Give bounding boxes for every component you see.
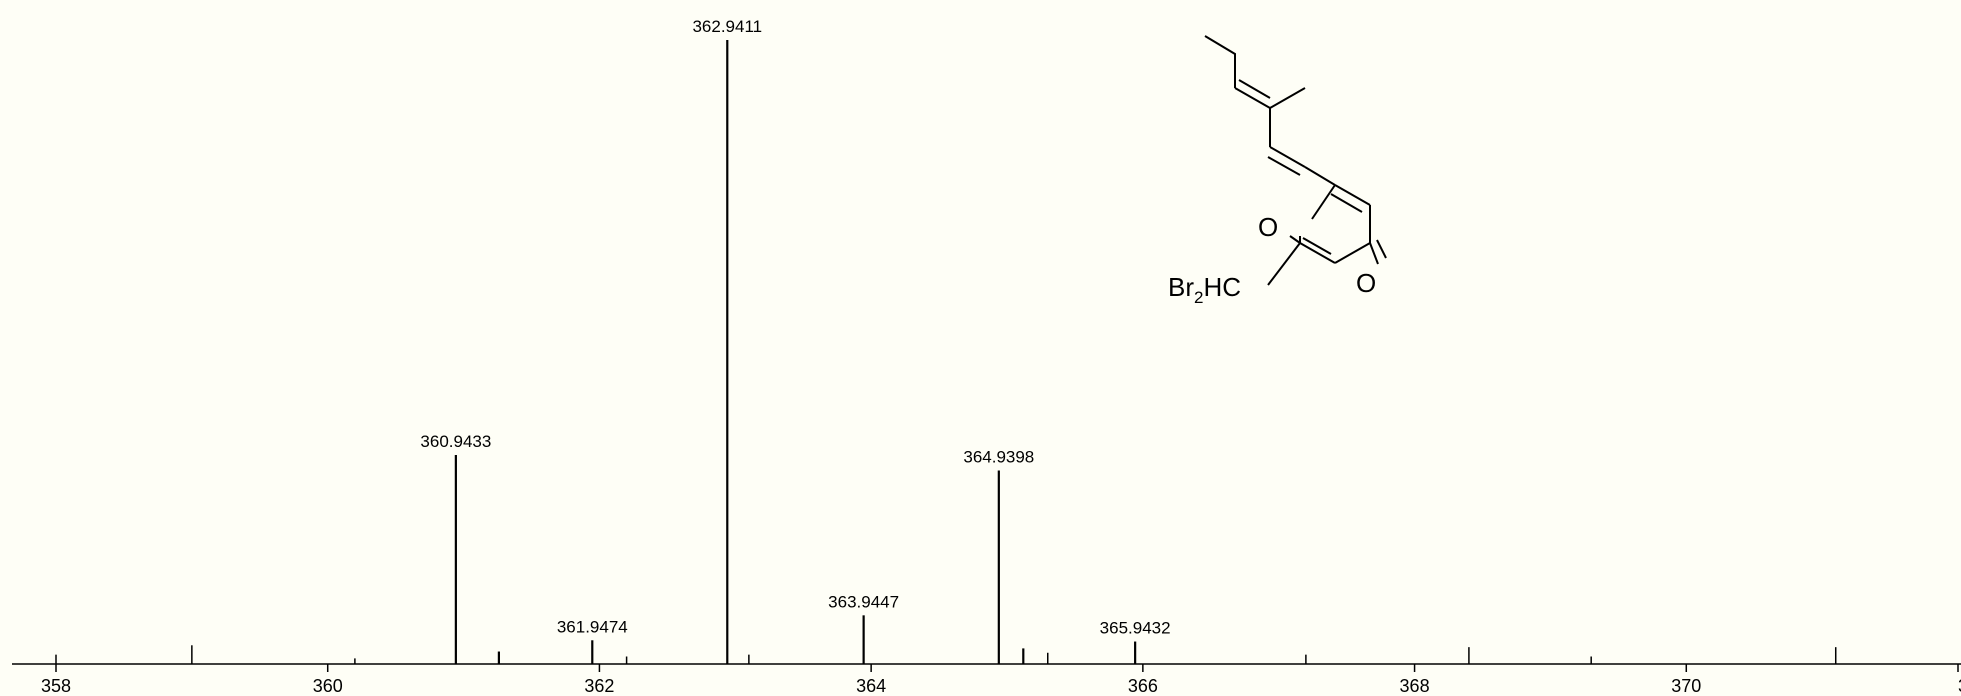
ring-oxygen-label: O (1258, 212, 1278, 242)
baseline-noise-layer (55, 645, 1837, 664)
ring-bond-c5-c6 (1299, 242, 1336, 264)
substituent-subscript: 2 (1194, 288, 1203, 307)
x-tick-label: 366 (1128, 676, 1158, 696)
ring-bond-o-c2 (1311, 184, 1336, 220)
ring-bond-c6-o-b (1289, 235, 1301, 244)
peak-label: 364.9398 (963, 448, 1034, 467)
carbonyl-oxygen-label: O (1356, 268, 1376, 298)
x-tick-label: 364 (856, 676, 886, 696)
x-tick-label: 360 (313, 676, 343, 696)
bond-double-1 (1234, 87, 1271, 109)
x-tick-label: 368 (1400, 676, 1430, 696)
bond-double-1b (1238, 79, 1271, 99)
bond-methyl (1269, 87, 1306, 109)
peak-label: 360.9433 (420, 432, 491, 451)
substituent-label: Br2HC (1168, 272, 1241, 307)
peaks-layer (454, 40, 1137, 664)
x-tick-label: 37 (1958, 676, 1961, 696)
molecule-structure (1204, 35, 1387, 286)
peak-label: 361.9474 (557, 617, 628, 636)
bond-to-ring (1304, 166, 1336, 186)
bond-double-2 (1269, 146, 1306, 168)
substituent-br: Br (1168, 272, 1194, 302)
ring-bond-c4-c5 (1334, 242, 1371, 264)
ring-bond-c5-c6-double (1302, 237, 1332, 255)
peak-labels-layer: 360.9433 361.9474 362.9411 363.9447 364.9398… (420, 17, 1170, 638)
ring-bond-c2-c3-double (1330, 193, 1363, 213)
x-tick-label: 358 (41, 676, 71, 696)
peak-label: 365.9432 (1100, 619, 1171, 638)
bond-ethyl (1204, 35, 1236, 88)
x-axis-ticks-layer: 358 360 362 364 366 368 370 37 (41, 664, 1961, 696)
substituent-suffix: HC (1203, 272, 1241, 302)
bond-double-2b (1267, 156, 1301, 176)
peak-label: 363.9447 (828, 592, 899, 611)
bond-chbr2 (1267, 242, 1301, 286)
bond-carbonyl (1369, 242, 1379, 265)
ring-bond-c2-c3 (1334, 184, 1371, 206)
peak-label: 362.9411 (692, 17, 762, 36)
bond-carbonyl-double (1376, 239, 1387, 259)
x-tick-label: 362 (584, 676, 614, 696)
x-tick-label: 370 (1671, 676, 1701, 696)
